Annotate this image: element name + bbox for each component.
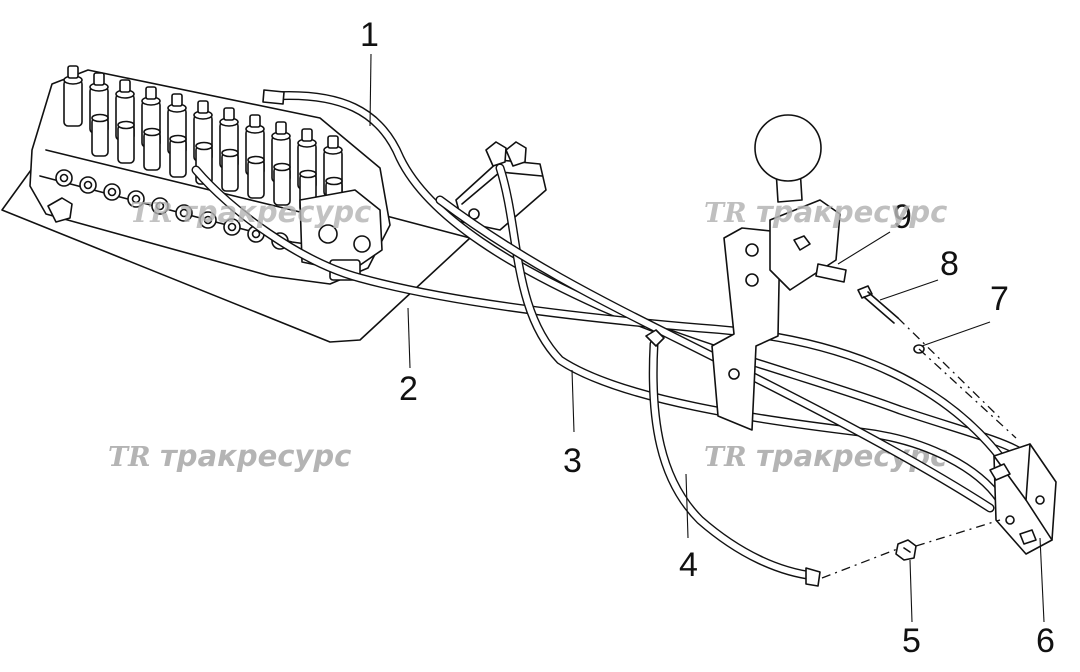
valve-spool-top [301,128,313,142]
leader-lines [369,53,1045,623]
valve-spool [221,152,239,192]
valve-spool-cap [169,134,187,144]
callout-6: 6 [1036,622,1055,660]
valve-spool-top [171,93,183,107]
valve-spool [169,138,187,178]
valve-fitting-bore [203,215,213,225]
valve-spool-top [275,121,287,135]
valve-spool-cap [143,127,161,137]
valve-spool [117,124,135,164]
valve-spool-cap [117,120,135,130]
valve-spool-top [119,79,131,93]
valve-spool [91,117,109,157]
valve-spool-top [249,114,261,128]
watermark-logo: TR [704,442,747,473]
part-6-valve-body [989,443,1057,555]
valve-spool-cap [195,141,213,151]
valve-fitting-bore [155,201,165,211]
control-valve-block [29,65,391,285]
valve-spool-top [197,100,209,114]
valve-spools [63,65,343,220]
callout-1: 1 [360,16,379,54]
hoses [191,89,1025,587]
valve-fitting-bore [59,173,69,183]
joystick-assembly [711,114,847,431]
watermark-left: TR тракресурс [108,439,351,473]
valve-fitting-bore [131,194,141,204]
valve-spool [143,131,161,171]
valve-spool-cap [247,155,265,165]
watermark-logo: TR [704,198,747,229]
valve-spool-top [223,107,235,121]
watermark-text: тракресурс [160,439,351,473]
watermark-text: тракресурс [180,195,371,229]
callout-3: 3 [563,442,582,480]
valve-spool-cap [299,169,317,179]
watermark-logo: TR [108,442,151,473]
valve-spool-cap [273,162,291,172]
valve-spool-top [327,135,339,149]
callout-8: 8 [940,245,959,283]
valve-spool-top [145,86,157,100]
part-5-fitting [895,539,917,561]
valve-spool-cap [325,176,343,186]
valve-spool-top [67,65,79,79]
valve-fitting-bore [107,187,117,197]
valve-spool-top [93,72,105,86]
valve-spool [63,79,83,127]
valve-spool [247,159,265,199]
watermark-text: тракресурс [756,195,947,229]
assembly-lines [821,317,1017,579]
valve-spool-cap [221,148,239,158]
watermark-center-upper: TR тракресурс [130,195,371,229]
part-8-bolt [857,285,899,324]
callout-7: 7 [990,280,1009,318]
watermark-right-upper: TR тракресурс [704,195,947,229]
valve-spool-cap [91,113,109,123]
valve-fitting-bore [83,180,93,190]
valve-fitting-bore [227,222,237,232]
callout-5: 5 [902,622,921,660]
callout-4: 4 [679,546,698,584]
callout-2: 2 [399,370,418,408]
watermark-logo: TR [130,198,173,229]
valve-fitting-bore [179,208,189,218]
callout-9: 9 [893,198,912,236]
callouts: 1 2 3 4 5 6 7 8 9 [360,16,1055,660]
valve-fitting-bore [251,229,261,239]
